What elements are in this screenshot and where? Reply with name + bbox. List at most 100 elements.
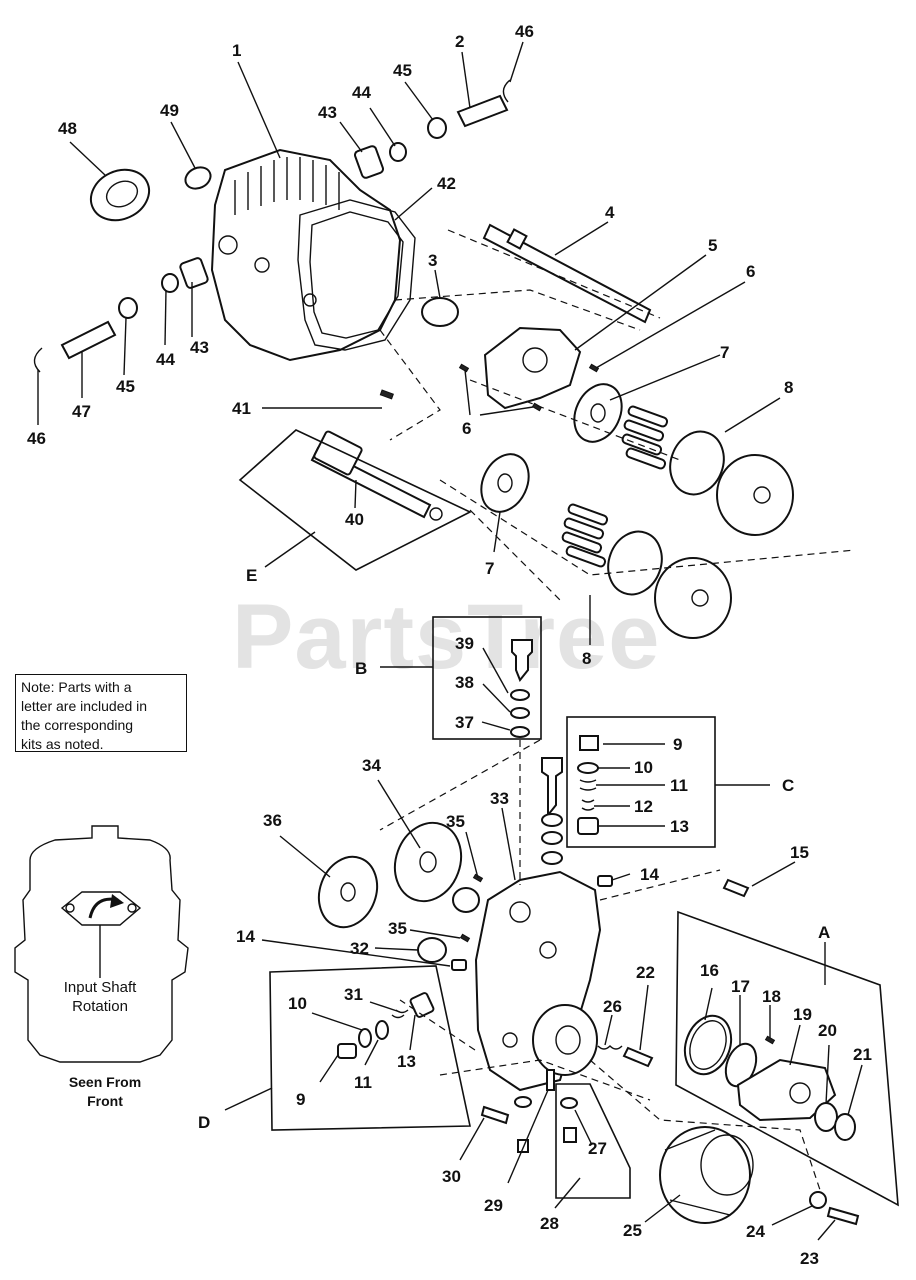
dowel-pin-part [379, 389, 394, 400]
bolt-part-23 [826, 1206, 860, 1226]
callout: 5 [708, 236, 717, 255]
dowel-pin-left [458, 363, 470, 373]
callout: 21 [853, 1045, 872, 1064]
o-ring-part-37 [510, 726, 530, 738]
seen-from-line: Seen From [68, 1074, 142, 1090]
charge-pump-boss [532, 1004, 598, 1076]
callout: 35 [388, 919, 407, 938]
callout: 41 [232, 399, 251, 418]
callout: 11 [670, 776, 688, 795]
callout: 43 [190, 338, 209, 357]
callout: 7 [720, 343, 729, 362]
input-shaft-splines [313, 430, 363, 476]
callout: 34 [362, 756, 381, 775]
callout: 10 [634, 758, 653, 777]
callout: 1 [232, 41, 241, 60]
rotating-group-lower [561, 503, 732, 639]
kit-letter: A [818, 923, 830, 942]
note-line: kits as noted. [21, 736, 104, 752]
callout: 16 [700, 961, 719, 980]
callout: 3 [428, 251, 437, 270]
valve-plate-part-36 [317, 855, 379, 929]
callout: 13 [397, 1052, 416, 1071]
callout: 10 [288, 994, 307, 1013]
relief-valve-part [541, 757, 563, 818]
callout: 43 [318, 103, 337, 122]
note-line: letter are included in [21, 698, 148, 714]
bushing-part-lower [179, 257, 209, 289]
bolt-part-30 [480, 1105, 510, 1125]
bearing-part-32 [417, 937, 447, 963]
callout: 45 [116, 377, 135, 396]
note-line: Note: Parts with a [21, 679, 132, 695]
valve-plate-part [393, 821, 463, 903]
pin-part-29 [546, 1069, 555, 1091]
spring-part-11-d [375, 1020, 389, 1040]
bushing-part-upper [354, 145, 384, 179]
callout: 19 [793, 1005, 812, 1024]
valve-part-13 [577, 817, 599, 835]
seen-from-label: Seen From Front [40, 1073, 170, 1111]
rotation-label-line: Rotation [72, 998, 128, 1015]
callout: 49 [160, 101, 179, 120]
thrust-plate-lower [480, 453, 530, 513]
shaft-retainer [429, 507, 443, 521]
callout: 29 [484, 1196, 503, 1215]
kit-d-outline [269, 965, 471, 1131]
retaining-ring-lower [33, 347, 43, 373]
trunnion-pin-lower [60, 320, 117, 360]
o-ring-part-10 [577, 762, 599, 774]
input-shaft-rotation-view [14, 825, 189, 1063]
kit-letter: C [782, 776, 794, 795]
plug-part-9 [579, 735, 599, 751]
seal-part-21 [834, 1113, 856, 1141]
callout: 40 [345, 510, 364, 529]
kit-a-outline [675, 910, 899, 1207]
washer-part-38 [510, 707, 530, 719]
callout: 6 [462, 419, 471, 438]
bolt-part-22 [622, 1046, 654, 1068]
callout: 48 [58, 119, 77, 138]
bushing-part-20 [814, 1102, 838, 1132]
callout: 11 [354, 1073, 372, 1092]
callout: 47 [72, 402, 91, 421]
leader-lines [37, 41, 863, 1241]
spring-part-11 [579, 779, 597, 791]
check-valve-part [511, 639, 533, 682]
callout: 18 [762, 987, 781, 1006]
note-line: the corresponding [21, 717, 134, 733]
fitting-part-14-upper [597, 875, 613, 887]
rotation-label: Input Shaft Rotation [40, 978, 160, 1016]
dowel-pin-right [588, 363, 600, 373]
callout: 42 [437, 174, 456, 193]
kit-letter: B [355, 659, 367, 678]
callout: 30 [442, 1167, 461, 1186]
callout: 9 [673, 735, 682, 754]
washer-part-24 [809, 1191, 827, 1209]
spring-part-31 [391, 1009, 409, 1019]
callout: 28 [540, 1214, 559, 1233]
callout: 26 [603, 997, 622, 1016]
callout: 44 [156, 350, 175, 369]
callout: 15 [790, 843, 809, 862]
spring-part-26 [597, 1045, 623, 1050]
retaining-ring-upper [502, 79, 511, 103]
plug-part [517, 1139, 529, 1153]
pin-part-18 [764, 1035, 776, 1045]
housing-part [210, 148, 402, 362]
callout: 32 [350, 939, 369, 958]
spring-part-12 [581, 799, 595, 811]
kit-b-box [432, 616, 542, 740]
kit-letter: D [198, 1113, 210, 1132]
callout: 25 [623, 1221, 642, 1240]
o-ring-part-38 [510, 689, 530, 701]
shaft-collar [506, 228, 528, 250]
callout: 12 [634, 797, 653, 816]
callout: 8 [582, 649, 591, 668]
callout: 38 [455, 673, 474, 692]
output-shaft-part [482, 223, 652, 324]
callout: 8 [784, 378, 793, 397]
kit-e-outline [238, 429, 472, 571]
thrust-washer-lower [118, 297, 138, 319]
